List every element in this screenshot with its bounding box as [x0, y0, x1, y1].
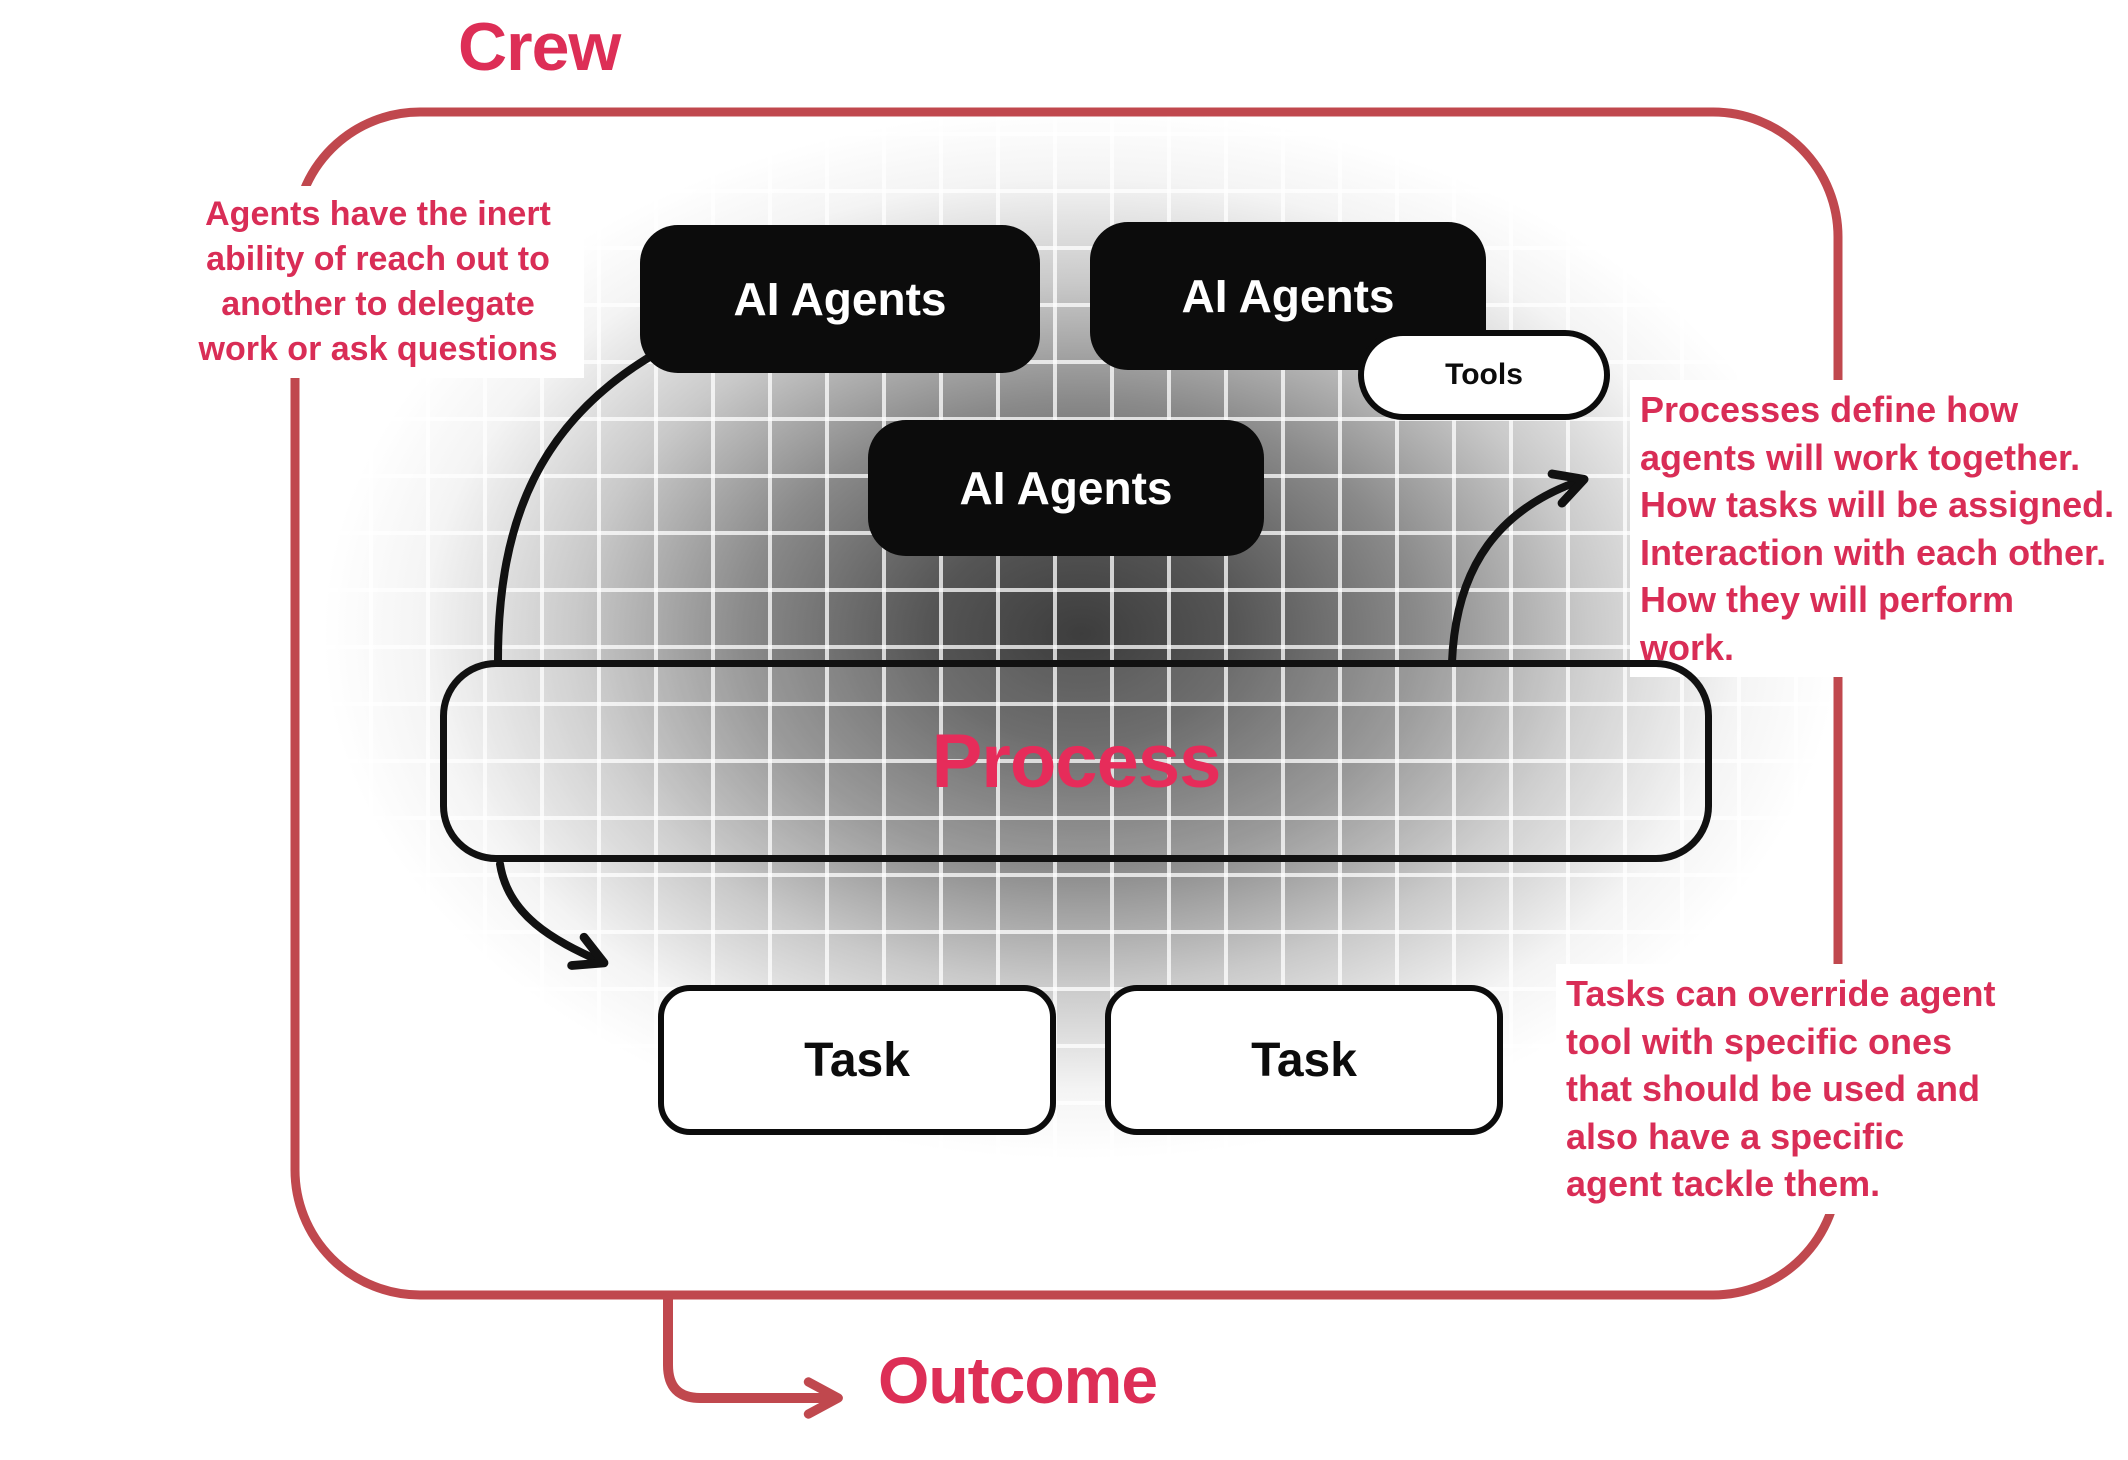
crew-title: Crew [458, 9, 621, 85]
arrow-process-to-note [1448, 469, 1589, 666]
outcome-label: Outcome [878, 1343, 1158, 1417]
crew-border [290, 107, 1843, 1300]
process-box: Process [440, 660, 1712, 862]
task-box-1: Task [658, 985, 1056, 1135]
task-box-2: Task [1105, 985, 1503, 1135]
arrow-crew-to-outcome [663, 1291, 843, 1419]
annotation-delegation: Agents have the inert ability of reach o… [172, 186, 584, 378]
tools-box: Tools [1358, 330, 1610, 420]
arrow-process-to-task [496, 860, 609, 970]
ai-agents-box-1: AI Agents [640, 225, 1040, 373]
annotation-processes: Processes define how agents will work to… [1630, 380, 2126, 678]
arrow-agents-to-process [494, 348, 662, 664]
ai-agents-box-3: AI Agents [868, 420, 1264, 556]
annotation-tasks: Tasks can override agent tool with speci… [1556, 964, 2012, 1214]
